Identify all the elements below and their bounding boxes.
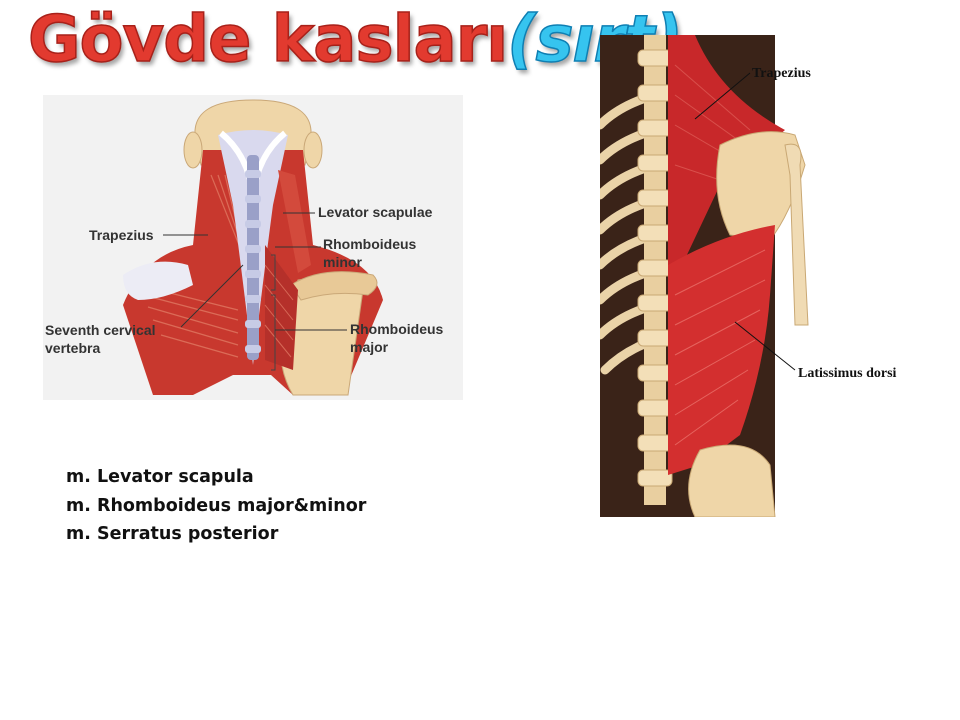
muscle-list: m. Levator scapula m. Rhomboideus major&… (66, 463, 366, 549)
label-seventh-cervical-2: vertebra (45, 340, 100, 356)
label-seventh-cervical-1: Seventh cervical (45, 322, 156, 338)
label-rhomboideus-minor-1: Rhomboideus (323, 236, 417, 252)
label-levator-scapulae: Levator scapulae (318, 204, 433, 220)
neck-back-muscles-illustration: Trapezius Levator scapulae Rhomboideus m… (43, 95, 463, 400)
title-open-paren: ( (506, 3, 537, 77)
label-rhomboideus-major-2: major (350, 339, 389, 355)
back-muscles-illustration: Trapezius Latissimus dorsi (600, 35, 920, 517)
label-rhomboideus-major-1: Rhomboideus (350, 321, 444, 337)
label-rhomboideus-minor-2: minor (323, 254, 362, 270)
muscle-list-item: m. Levator scapula (66, 467, 254, 487)
slide-title: Gövde kasları(sırt) (27, 7, 683, 73)
muscle-list-item: m. Serratus posterior (66, 524, 279, 544)
label-latissimus-dorsi: Latissimus dorsi (798, 366, 897, 381)
label-trapezius: Trapezius (89, 227, 154, 243)
muscle-list-item: m. Rhomboideus major&minor (66, 495, 367, 516)
title-main: Gövde kasları (27, 3, 509, 77)
label-trapezius-right: Trapezius (752, 66, 811, 81)
